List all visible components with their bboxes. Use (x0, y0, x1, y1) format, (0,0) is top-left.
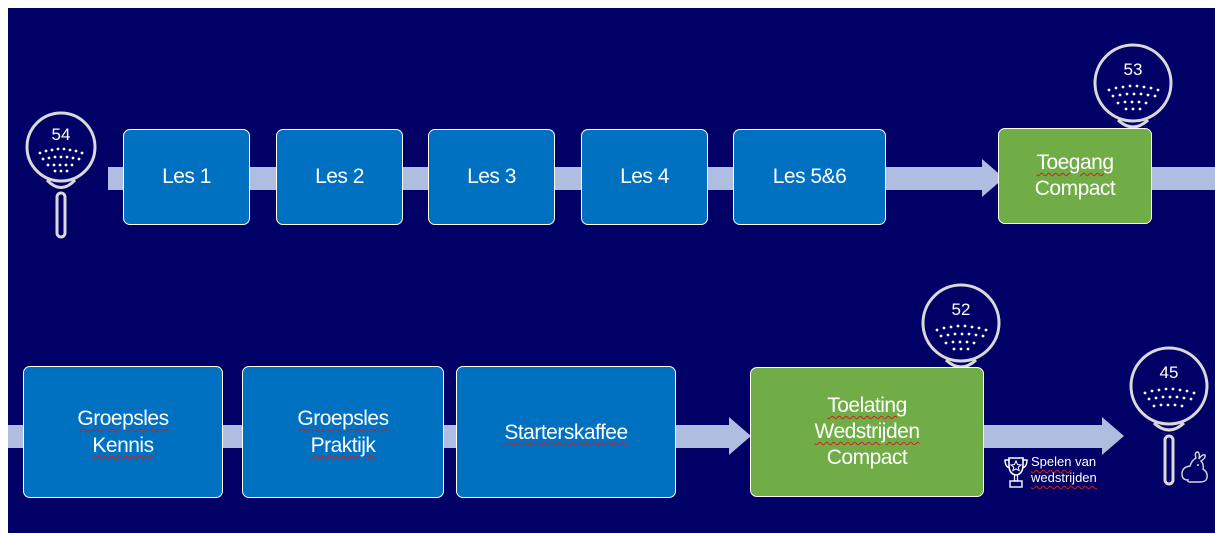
lesson-box-3[interactable]: Les 3 (428, 129, 555, 225)
slide-canvas: 54 Les 1 Les 2 Les 3 Les 4 Les 5&6 53 To… (8, 8, 1215, 533)
milestone-toelating-wedstrijden-compact[interactable]: Toelating Wedstrijden Compact (750, 367, 984, 497)
lesson-box-4[interactable]: Les 4 (581, 129, 708, 225)
row2-arrowhead-1 (729, 417, 751, 455)
lesson-label: Les 3 (467, 165, 516, 188)
groepsles-kennis-box[interactable]: Groepsles Kennis (23, 366, 223, 498)
row2-connector-1 (222, 425, 242, 448)
lesson-box-5[interactable]: Les 5&6 (733, 129, 886, 225)
golf-tee-54-icon: 54 (22, 103, 100, 243)
spelen-van-wedstrijden-label: Spelen van wedstrijden (1031, 454, 1131, 486)
row2-connector-2 (444, 425, 456, 448)
milestone-line: Wedstrijden (814, 420, 921, 443)
label-line: Spelen (1031, 454, 1072, 469)
tee-number: 54 (51, 125, 71, 144)
lesson-label: Les 1 (162, 165, 211, 188)
row2-connector-3 (676, 425, 730, 448)
lesson-label: Les 4 (620, 165, 669, 188)
golf-tee-52-icon: 52 (918, 278, 1004, 374)
lesson-label: Les 2 (315, 165, 364, 188)
groepsles-praktijk-box[interactable]: Groepsles Praktijk (242, 366, 444, 498)
milestone-line: Compact (826, 446, 908, 469)
tee-number: 53 (1123, 60, 1143, 79)
row2-connector-4 (983, 425, 1103, 448)
starterskaffee-box[interactable]: Starterskaffee (456, 366, 676, 498)
row1-connector-tail (1152, 167, 1215, 190)
label-line: wedstrijden (1031, 470, 1097, 485)
tee-number: 52 (951, 300, 971, 319)
golf-tee-53-icon: 53 (1090, 38, 1176, 134)
box-line: Kennis (92, 434, 154, 457)
box-line: Starterskaffee (504, 420, 628, 444)
box-line: Praktijk (310, 434, 376, 457)
box-line: Groepsles (77, 407, 169, 430)
row2-arrowhead-2 (1102, 417, 1124, 455)
milestone-line: Compact (1034, 177, 1116, 200)
label-line: van (1075, 454, 1097, 469)
milestone-line: Toelating (827, 394, 907, 417)
milestone-toegang-compact[interactable]: Toegang Compact (998, 128, 1152, 224)
lesson-label: Les 5&6 (772, 165, 847, 188)
row2-connector-left (8, 425, 24, 448)
rabbit-icon (1178, 450, 1212, 486)
lesson-box-1[interactable]: Les 1 (123, 129, 250, 225)
lesson-box-2[interactable]: Les 2 (276, 129, 403, 225)
tee-number: 45 (1159, 363, 1179, 382)
milestone-line: Toegang (1036, 151, 1114, 174)
trophy-icon (1004, 455, 1028, 489)
golf-tee-45-icon: 45 (1126, 341, 1212, 487)
box-line: Groepsles (297, 407, 389, 430)
